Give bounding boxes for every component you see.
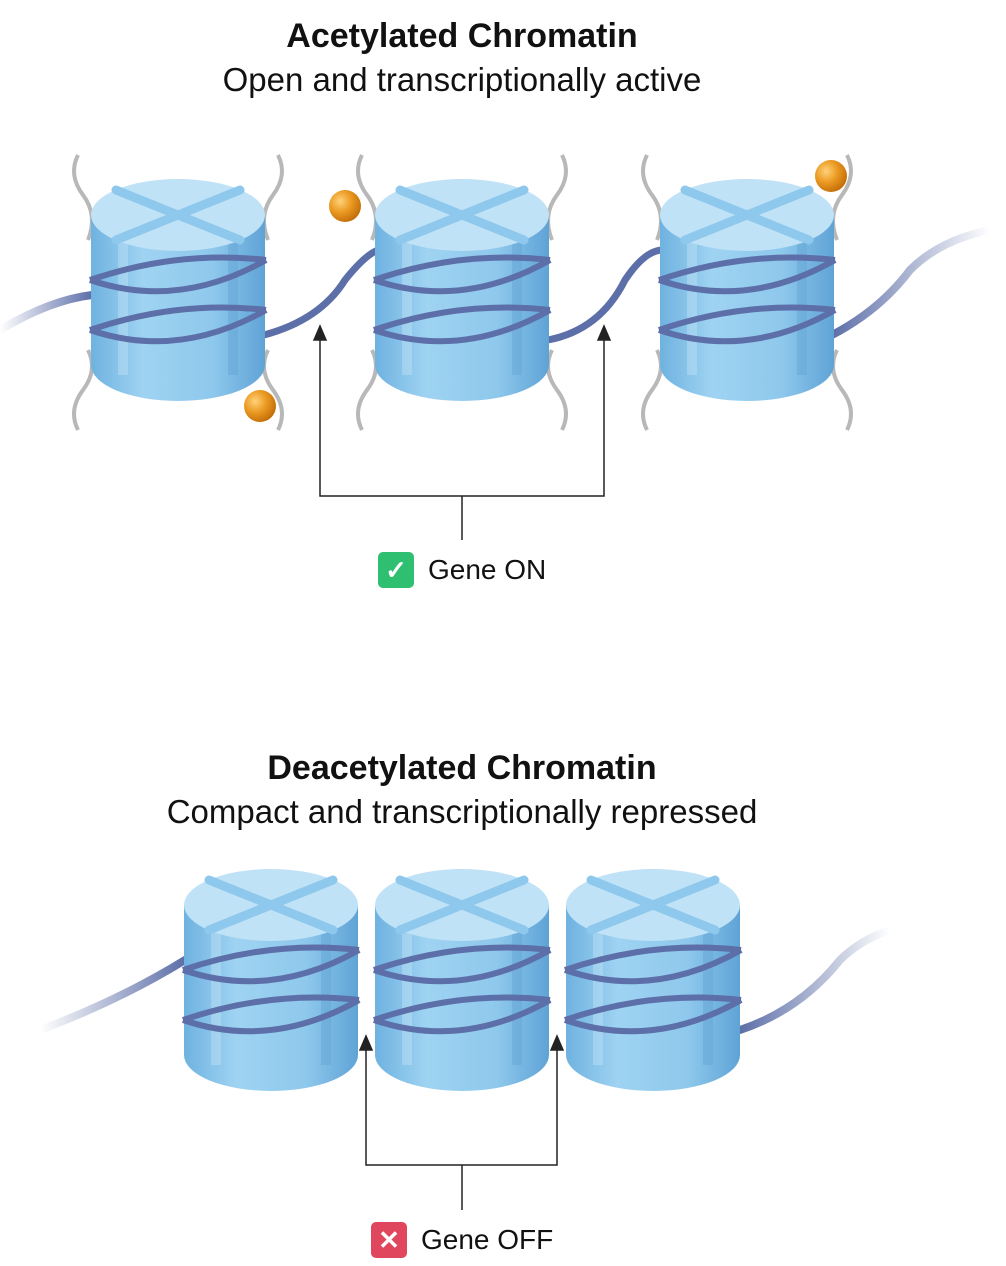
acetyl-group-3 bbox=[815, 160, 847, 192]
gene-on-label: Gene ON bbox=[428, 554, 547, 585]
acetylated-subtitle: Open and transcriptionally active bbox=[222, 61, 702, 98]
compact-chromatin-fiber bbox=[36, 869, 894, 1091]
deacetylated-subtitle: Compact and transcriptionally repressed bbox=[166, 793, 758, 830]
nucleosome-4 bbox=[183, 869, 359, 1091]
acetyl-group-2 bbox=[244, 390, 276, 422]
gene-off-pointer bbox=[358, 1034, 565, 1210]
acetyl-group-1 bbox=[329, 190, 361, 222]
nucleosome-3 bbox=[641, 153, 853, 432]
cross-icon: ✕ bbox=[371, 1222, 407, 1258]
gene-off-label: Gene OFF bbox=[421, 1224, 554, 1255]
gene-off-status: ✕ Gene OFF bbox=[371, 1222, 553, 1258]
deacetylated-title: Deacetylated Chromatin bbox=[267, 749, 657, 787]
check-icon: ✓ bbox=[378, 552, 414, 588]
nucleosome-5 bbox=[374, 869, 550, 1091]
open-chromatin-fiber bbox=[0, 153, 994, 432]
acetylated-title: Acetylated Chromatin bbox=[286, 17, 638, 55]
gene-on-status: ✓ Gene ON bbox=[378, 552, 546, 588]
nucleosome-6 bbox=[565, 869, 741, 1091]
nucleosome-1 bbox=[72, 153, 284, 432]
gene-on-pointer bbox=[312, 324, 612, 540]
nucleosome-2 bbox=[356, 153, 568, 432]
